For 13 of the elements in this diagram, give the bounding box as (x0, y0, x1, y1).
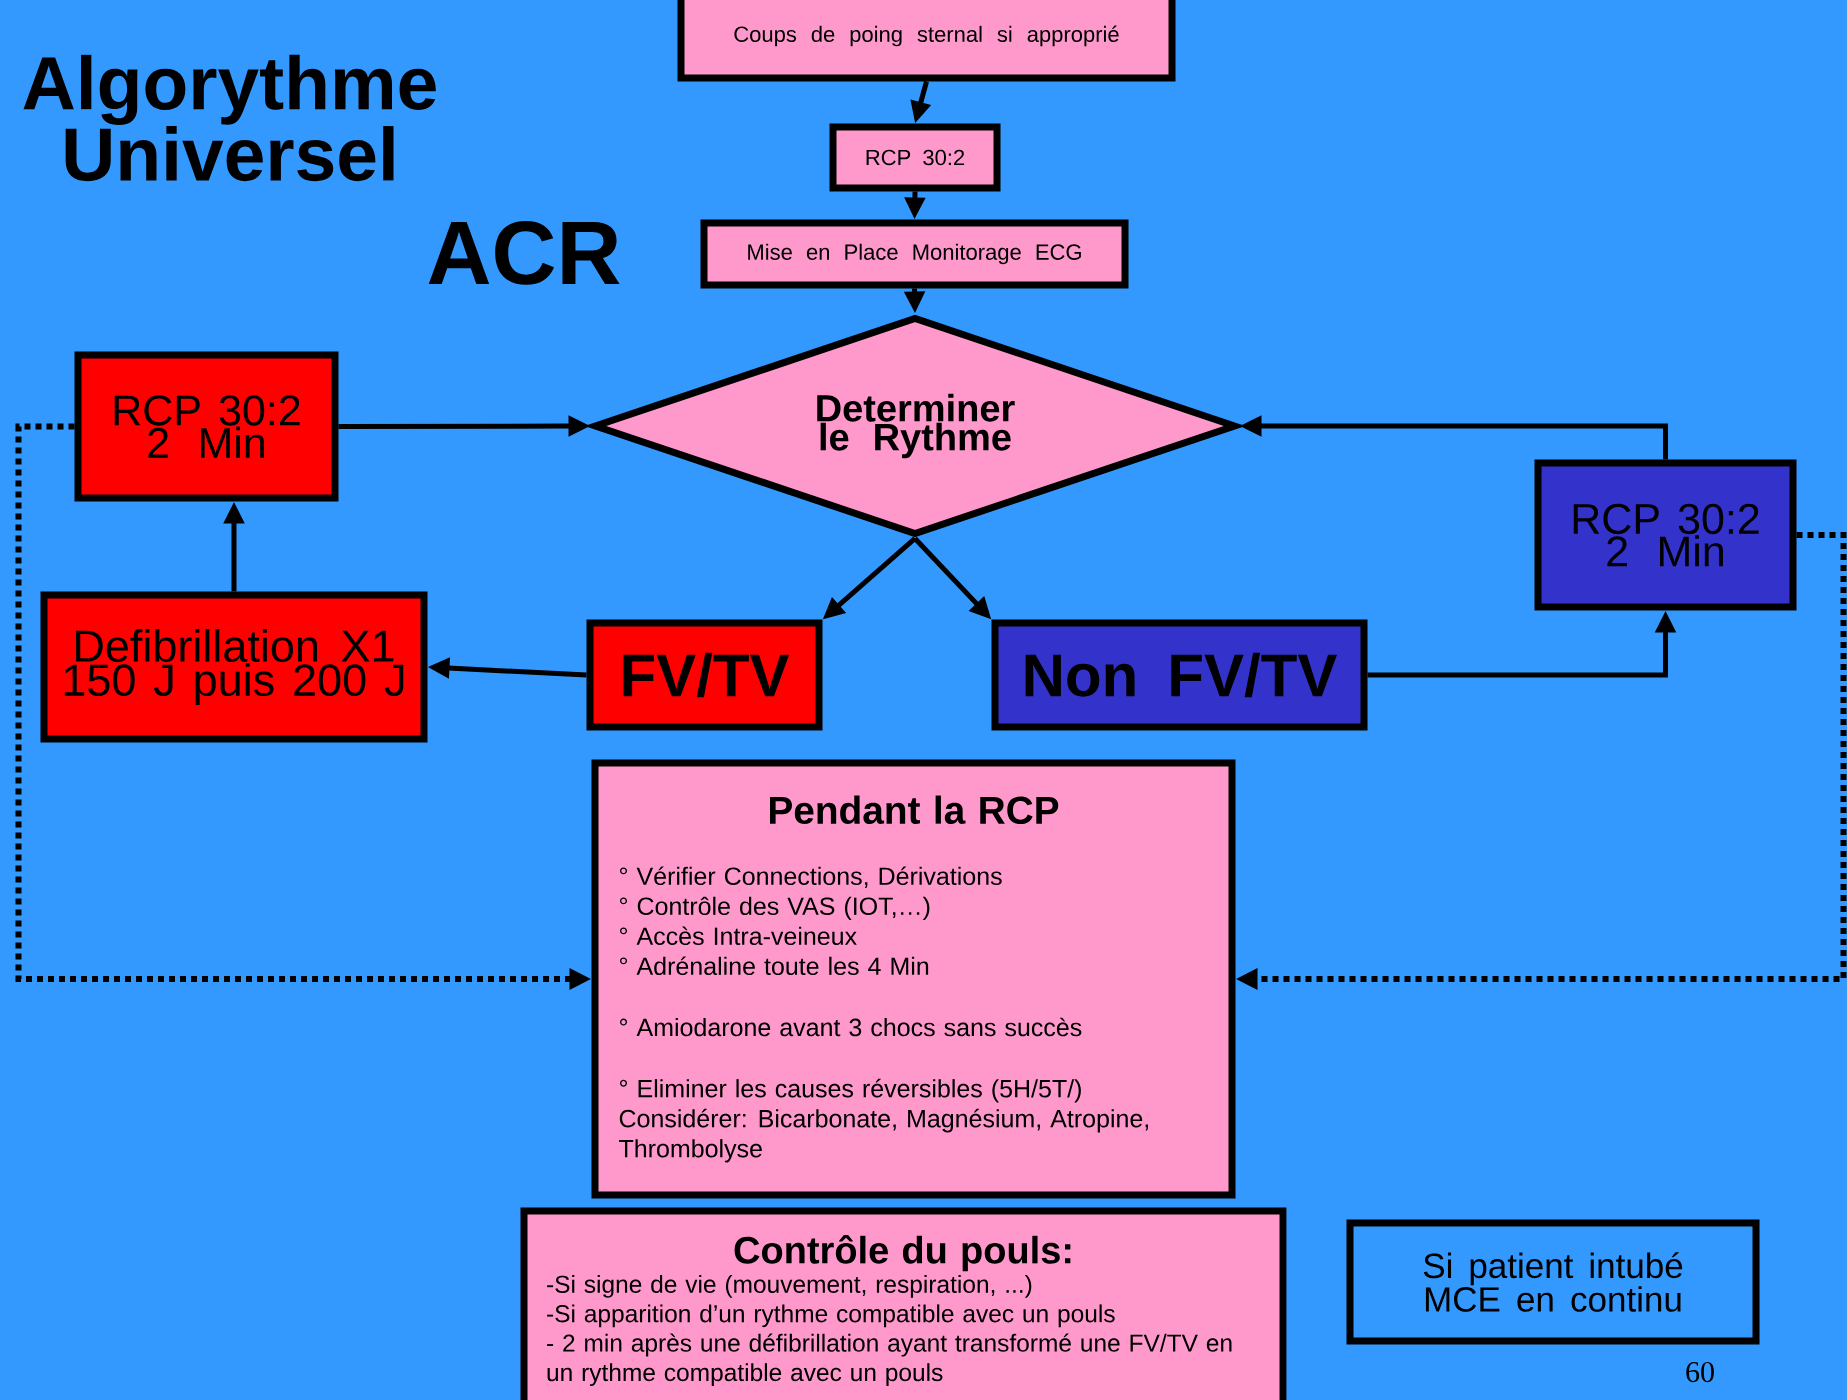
process-box: RCP 30:2 2 Min (1534, 459, 1797, 611)
info-panel: Contrôle du pouls: -Si signe de vie (mouvement, respiration, ...) -Si apparition d’un rythme compatible avec un pouls - 2 min après une défibrillation ayant transformé une FV/TV en un rythme compatible avec un pouls (520, 1207, 1287, 1400)
process-box: FV/TV (586, 619, 823, 731)
info-panel: Pendant la RCP ° Vérifier Connections, Dérivations ° Contrôle des VAS (IOT,…) ° Accès Intra-veineux ° Adrénaline toute les 4 Min ° Amiodarone avant 3 chocs sans succès ° Eliminer les causes réversibles (5H/5T/) Considérer: Bicarbonate, Magnésium, Atropine, Thrombolyse (591, 759, 1236, 1199)
process-box: Defibrillation X1 150 J puis 200 J (40, 591, 428, 743)
process-box: RCP 30:2 2 Min (74, 351, 339, 502)
process-box: Non FV/TV (991, 619, 1368, 731)
title: Algorythme Universel (23, 54, 436, 182)
process-box: Mise en Place Monitorage ECG (700, 219, 1129, 289)
heading: ACR (428, 221, 620, 285)
note-box: Si patient intubé MCE en continu (1346, 1219, 1760, 1345)
process-box: Coups de poing sternal si approprié (677, 0, 1176, 82)
process-box: RCP 30:2 (829, 123, 1001, 192)
